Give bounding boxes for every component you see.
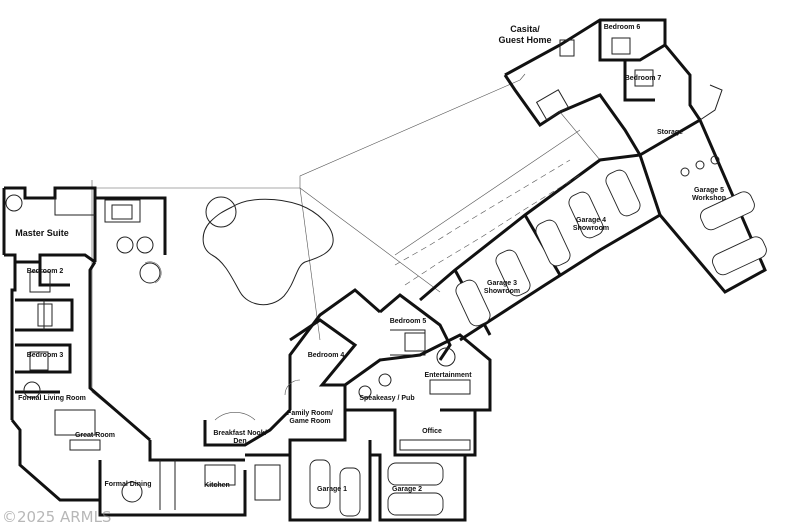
label-garage5: Garage 5 — [694, 187, 724, 194]
south-garages — [288, 440, 467, 522]
label-storage: Storage — [657, 129, 683, 136]
driveway-pavers — [394, 159, 581, 286]
spa — [205, 196, 237, 228]
entertainment-block — [344, 333, 492, 457]
room-labels: Casita/ Guest Home Bedroom 6 Bedroom 7 S… — [15, 24, 726, 493]
garage-3-4 — [419, 153, 662, 342]
label-formal-dining: Formal Dining — [104, 481, 151, 488]
label-bedroom2: Bedroom 2 — [27, 268, 64, 275]
label-garage3-2: Showroom — [484, 288, 520, 295]
label-bedroom5: Bedroom 5 — [390, 318, 427, 325]
label-speakeasy: Speakeasy / Pub — [359, 395, 414, 402]
label-garage4-2: Showroom — [573, 225, 609, 232]
label-office: Office — [422, 428, 442, 435]
site-lines — [91, 73, 601, 441]
label-formal-living: Formal Living Room — [18, 395, 86, 402]
label-family-room-2: Game Room — [289, 418, 330, 425]
label-breakfast-nook: Breakfast Nook/ — [213, 430, 266, 437]
label-bedroom6: Bedroom 6 — [604, 24, 641, 31]
watermark: ©2025 ARMLS — [2, 508, 111, 526]
master-suite — [2, 186, 167, 284]
label-garage1: Garage 1 — [317, 486, 347, 493]
garage-5 — [639, 117, 767, 294]
label-family-room: Family Room/ — [287, 410, 333, 417]
label-garage3: Garage 3 — [487, 280, 517, 287]
label-bedroom3: Bedroom 3 — [27, 352, 64, 359]
label-garage4: Garage 4 — [576, 217, 606, 224]
label-garage2: Garage 2 — [392, 486, 422, 493]
casita — [503, 18, 723, 156]
label-garage5-2: Workshop — [692, 195, 726, 202]
pool — [202, 198, 334, 306]
label-casita: Casita/ — [510, 24, 540, 34]
main-house — [10, 261, 292, 517]
label-bedroom4: Bedroom 4 — [308, 352, 345, 359]
label-breakfast-nook-2: Den — [233, 438, 246, 445]
label-bedroom7: Bedroom 7 — [625, 75, 662, 82]
label-kitchen: Kitchen — [204, 482, 230, 489]
label-master-suite: Master Suite — [15, 228, 69, 238]
middle-block — [245, 288, 452, 457]
west-wing — [10, 262, 74, 420]
label-entertainment: Entertainment — [424, 372, 472, 379]
label-casita-2: Guest Home — [498, 35, 551, 45]
label-great-room: Great Room — [75, 432, 115, 439]
